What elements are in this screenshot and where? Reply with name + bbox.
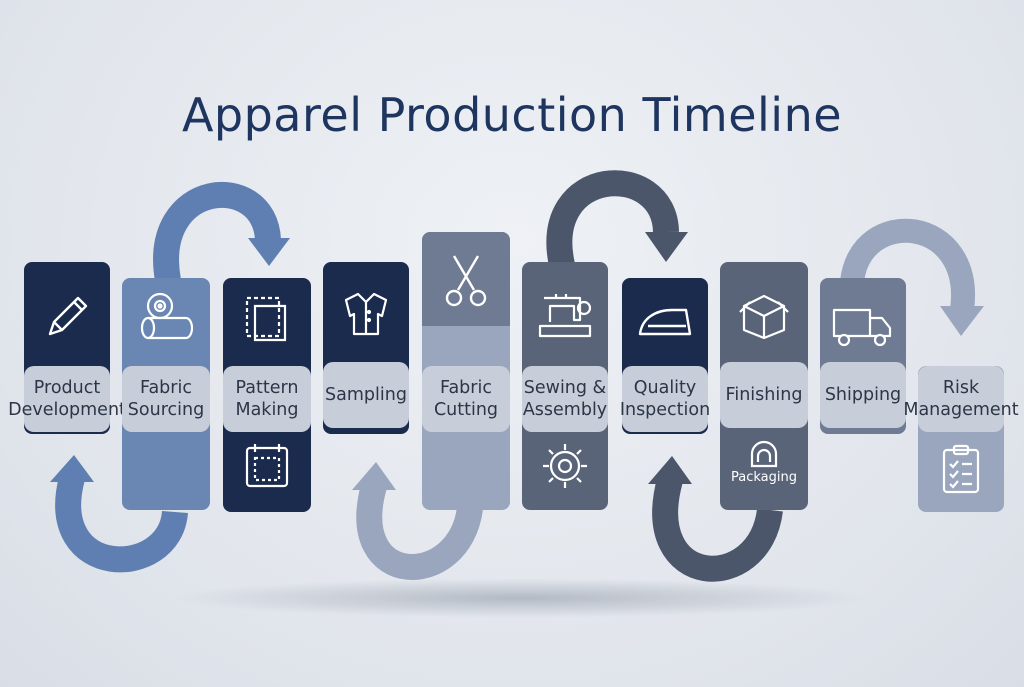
step-label-pattern-making: Pattern Making (223, 366, 311, 432)
diagram-title: Apparel Production Timeline (181, 88, 843, 142)
step-label-shipping: Shipping (820, 362, 906, 428)
arrow-top-3 (840, 218, 975, 312)
arrowhead-top-1 (248, 238, 290, 266)
step-label-sewing-assembly: Sewing & Assembly (522, 366, 608, 432)
arrow-bottom-3 (652, 476, 783, 582)
step-label-fabric-cutting: Fabric Cutting (422, 366, 510, 432)
arrowhead-bottom-2 (352, 462, 396, 490)
step-label-finishing: Finishing (720, 362, 808, 428)
arrow-top-2 (546, 170, 679, 268)
arrow-bottom-2 (356, 482, 483, 580)
arrowhead-top-2 (645, 232, 688, 262)
pencil-icon (48, 296, 88, 336)
pattern-board-icon (245, 444, 289, 488)
sewing-machine-icon (538, 294, 592, 338)
ground-shadow (170, 578, 870, 618)
packaging-icon (750, 440, 778, 468)
iron-icon (638, 308, 692, 336)
gear-icon (543, 444, 587, 488)
checklist-icon (942, 444, 980, 494)
truck-icon (832, 308, 892, 347)
scissors-icon (445, 255, 487, 307)
arrow-bottom-1 (55, 474, 188, 573)
packaging-label: Packaging (731, 470, 797, 485)
step-label-product-development: Product Development (8, 366, 126, 432)
box-icon (739, 294, 789, 340)
step-label-risk-management: Risk Management (903, 366, 1019, 432)
step-label-fabric-sourcing: Fabric Sourcing (122, 366, 210, 432)
step-label-sampling: Sampling (323, 362, 409, 428)
fabric-roll-icon (140, 292, 194, 340)
arrow-top-1 (153, 181, 281, 283)
arrowhead-bottom-1 (50, 455, 94, 482)
arrowhead-top-3 (940, 306, 984, 336)
step-label-quality-inspection: Quality Inspection (620, 366, 710, 432)
pattern-icon (245, 296, 287, 342)
cutting-top-block (422, 232, 510, 326)
arrowhead-bottom-3 (648, 456, 692, 484)
shirt-icon (344, 292, 388, 336)
